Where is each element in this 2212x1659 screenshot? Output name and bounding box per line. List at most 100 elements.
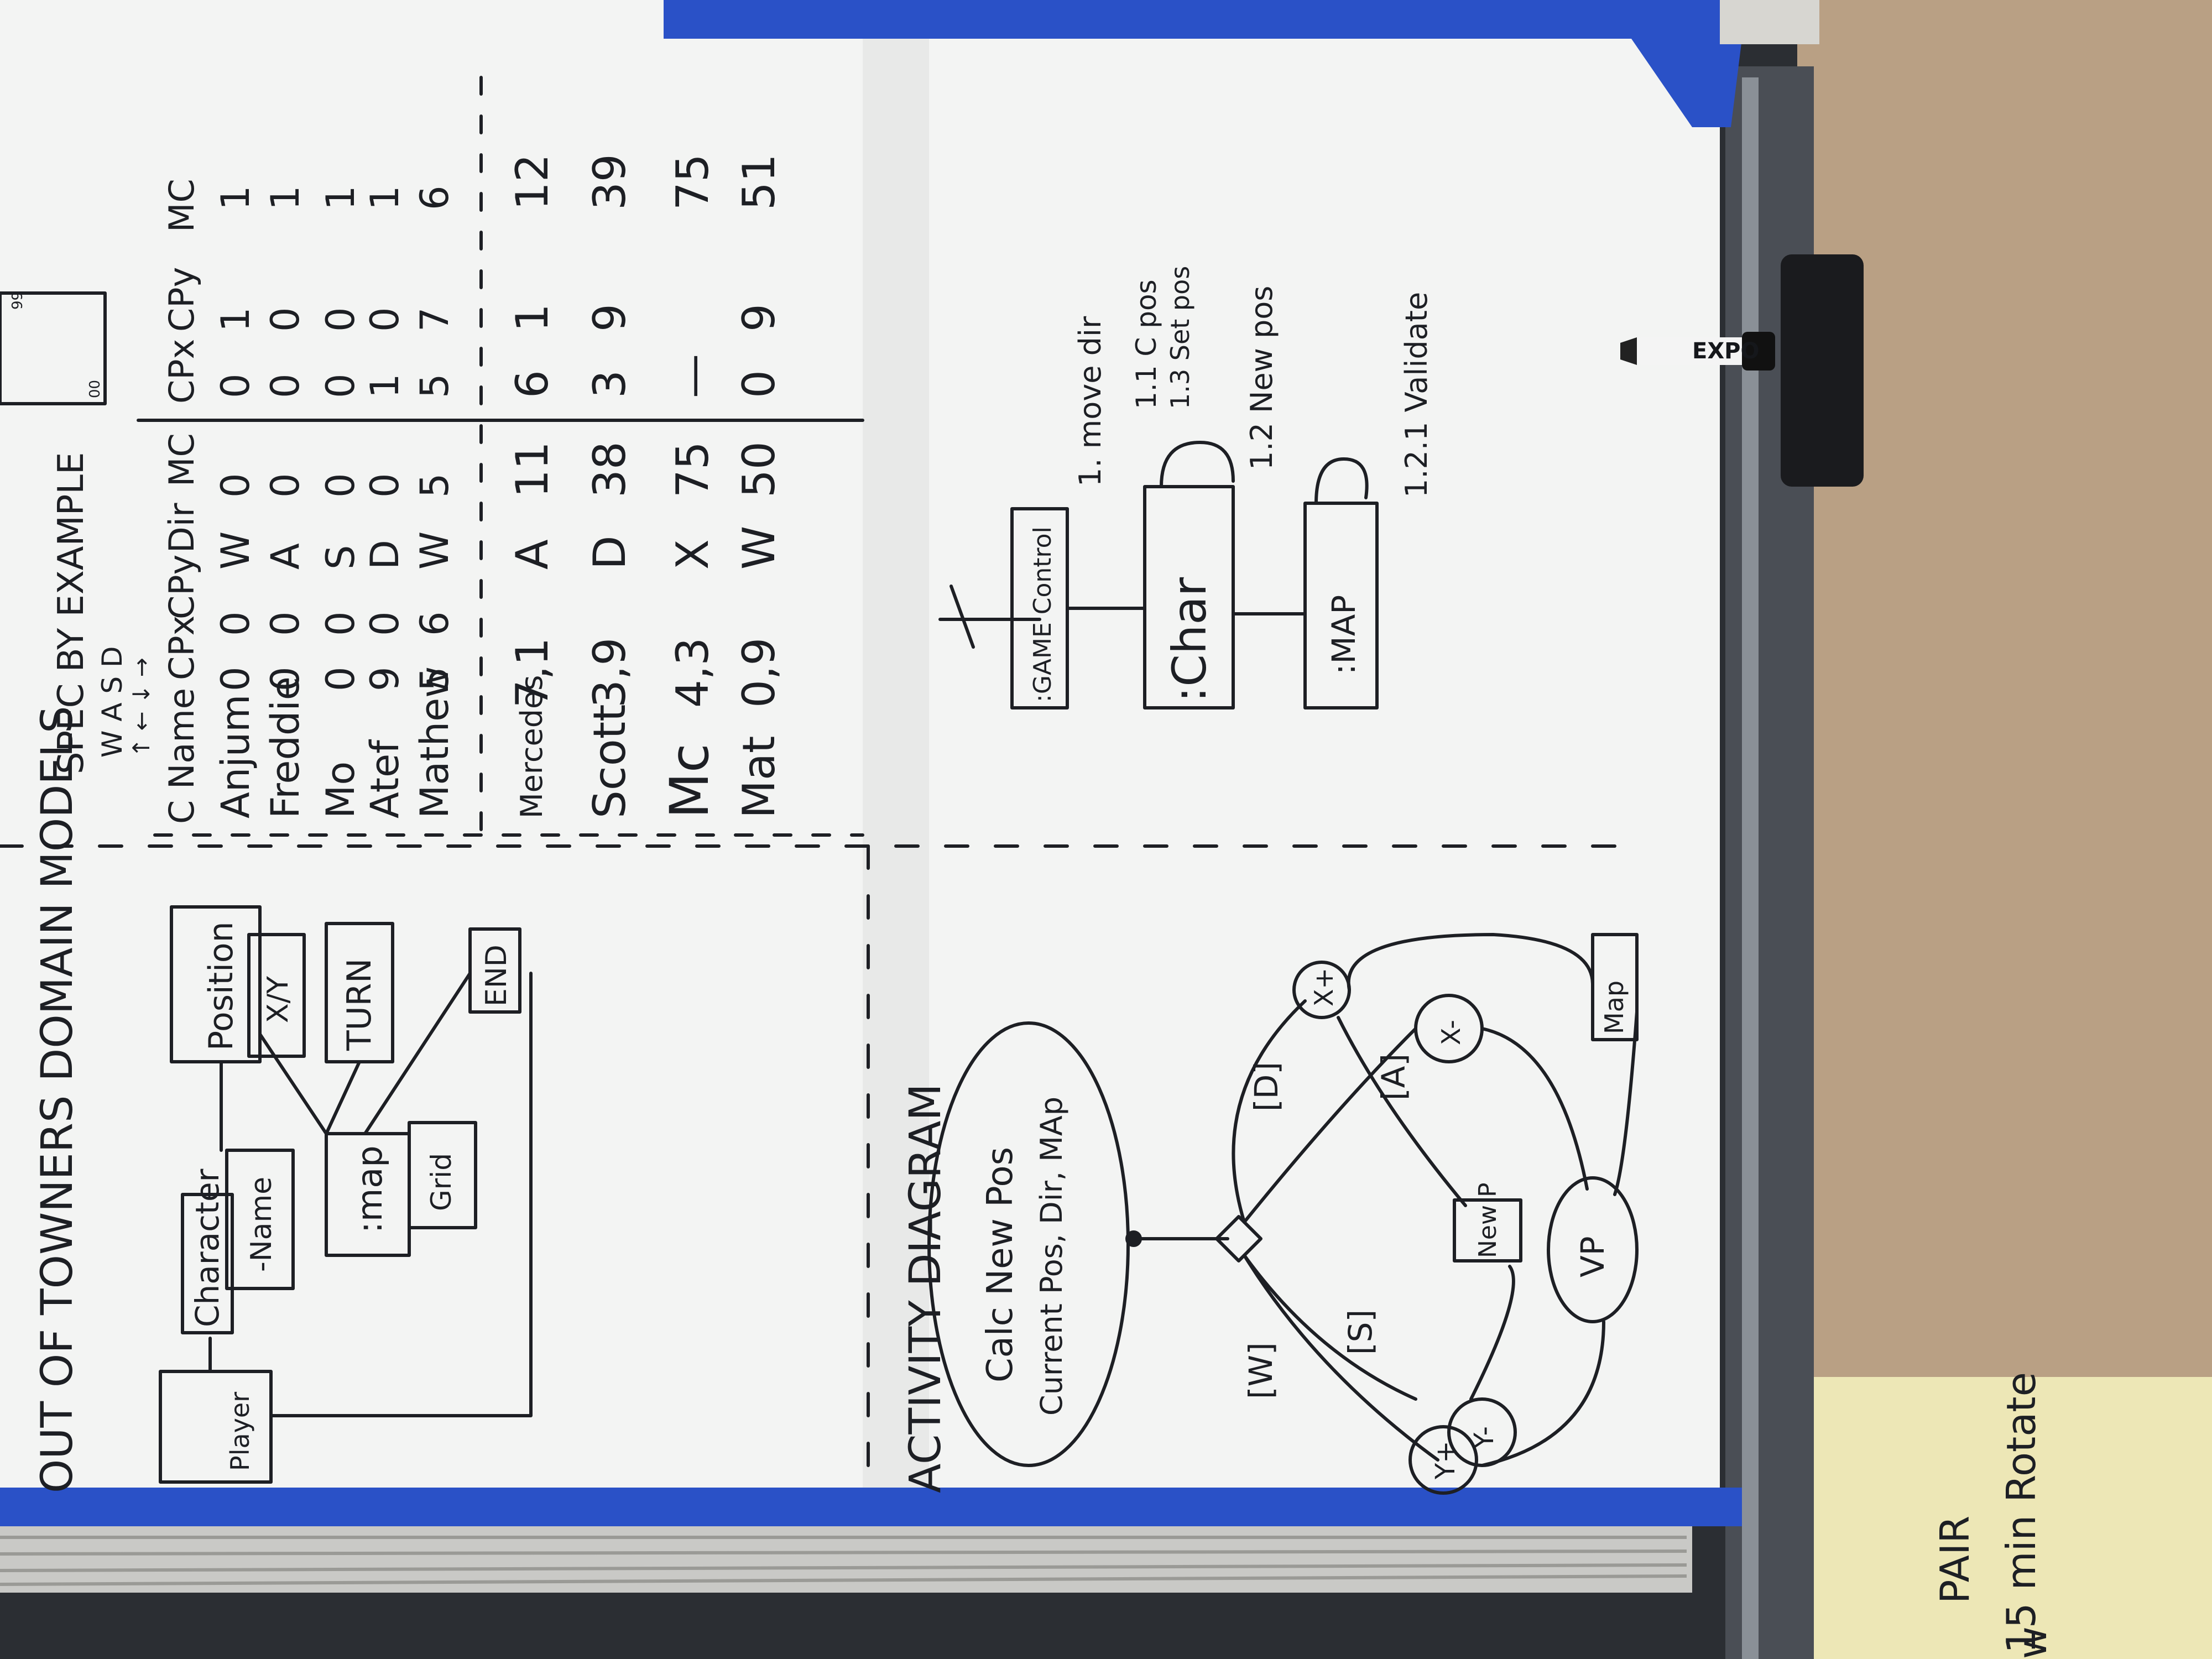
seq-step-1-3: 1.3 Set pos [1165, 266, 1195, 409]
svg-text:X: X [667, 539, 718, 570]
svg-text:CPy: CPy [161, 267, 202, 332]
table-row: Freddie 0 0 A 0 0 0 1 [263, 185, 308, 818]
svg-text:Atef: Atef [362, 739, 408, 818]
spec-rows-group1: Anjum 0 0 W 0 0 1 1 Freddie 0 0 A 0 0 0 … [213, 185, 457, 818]
svg-text:0: 0 [263, 611, 308, 636]
svg-text:0: 0 [213, 611, 258, 636]
svg-text:D: D [584, 535, 635, 570]
svg-text:9: 9 [584, 304, 635, 332]
svg-text:50: 50 [733, 441, 785, 498]
svg-text:Mathew: Mathew [412, 666, 457, 818]
blue-tape-top [664, 0, 1742, 39]
svg-text:0: 0 [318, 611, 363, 636]
svg-text:6: 6 [507, 370, 558, 398]
table-row: Atef 9 0 D 0 1 0 1 [362, 185, 408, 818]
sticky-note-edge: w [2009, 1626, 2056, 1659]
spec-keys: W A S D [96, 646, 128, 758]
svg-text:39: 39 [584, 154, 635, 210]
svg-text:Dir: Dir [161, 503, 202, 553]
svg-text:3,9: 3,9 [584, 638, 635, 708]
svg-text:1: 1 [362, 185, 408, 210]
blue-tape-top-right [1631, 39, 1742, 127]
svg-text:0: 0 [362, 611, 408, 636]
svg-text:12: 12 [507, 154, 558, 210]
spec-grid-corner-top: 99 [9, 291, 26, 310]
svg-text:1: 1 [318, 185, 363, 210]
spec-by-example: SPEC BY EXAMPLE W A S D ↑ ← ↓ → 99 00 C … [0, 76, 864, 837]
paper-stack-top [1720, 0, 1819, 44]
divider-lines [0, 844, 1633, 1495]
table-row: Mercedes 7,1 A 11 6 1 12 [507, 154, 558, 818]
svg-text:Mercedes: Mercedes [514, 675, 549, 818]
spec-headers: C Name CPx CPy Dir MC CPx CPy MC [161, 179, 202, 824]
window-frame-edge [1742, 77, 1759, 1659]
domain-map: :map [349, 1145, 390, 1233]
activity-node-yminus: Y- [1469, 1426, 1500, 1449]
svg-text:0: 0 [362, 307, 408, 332]
marker: EXPO [1620, 332, 1775, 371]
svg-text:0: 0 [318, 307, 363, 332]
svg-text:Freddie: Freddie [263, 676, 308, 818]
spec-grid-corner-bottom: 00 [87, 380, 103, 398]
svg-text:A: A [507, 539, 558, 570]
svg-text:5: 5 [412, 473, 457, 498]
table-row: Mat 0,9 W 50 0 9 51 [733, 154, 785, 818]
svg-text:0: 0 [213, 373, 258, 398]
svg-text:0: 0 [733, 370, 785, 398]
table-row: Mo 0 0 S 0 0 0 1 [318, 185, 363, 818]
spec-title: SPEC BY EXAMPLE [51, 452, 92, 775]
domain-position: Position [202, 921, 241, 1051]
spec-key-arrows: ↑ ← ↓ → [128, 658, 155, 758]
table-row: Mathew 5 6 W 5 5 7 6 [412, 185, 457, 818]
svg-text:Anjum: Anjum [213, 695, 258, 818]
marker-brand: EXPO [1692, 338, 1759, 364]
activity-header-line2: Current Pos, Dir, MAp [1034, 1097, 1069, 1416]
sticky-note-line1: PAIR [1932, 1516, 1978, 1604]
svg-text:0: 0 [263, 307, 308, 332]
svg-text:D: D [362, 540, 408, 570]
activity-label-w: [W] [1242, 1342, 1280, 1399]
seq-step-1-2: 1.2 New pos [1244, 286, 1279, 470]
svg-text:6: 6 [412, 611, 457, 636]
svg-text:Scott: Scott [584, 705, 635, 818]
svg-text:0: 0 [213, 473, 258, 498]
svg-text:6: 6 [412, 185, 457, 210]
svg-text:Mc: Mc [659, 743, 721, 818]
svg-text:75: 75 [667, 154, 718, 210]
svg-text:Mo: Mo [318, 761, 363, 818]
eraser [1781, 254, 1864, 487]
svg-text:0: 0 [263, 473, 308, 498]
domain-grid: Grid [425, 1153, 457, 1211]
svg-text:MC: MC [161, 179, 202, 232]
domain-player: Player [225, 1392, 255, 1471]
svg-text:A: A [263, 543, 308, 570]
svg-text:—: — [667, 354, 718, 398]
svg-text:0: 0 [318, 373, 363, 398]
activity-label-s: [S] [1342, 1310, 1379, 1355]
domain-model: OUT OF TOWNERS DOMAIN MODELS Player Char… [33, 706, 533, 1493]
svg-text:1: 1 [213, 185, 258, 210]
svg-text:0: 0 [318, 473, 363, 498]
svg-text:7,1: 7,1 [507, 638, 558, 708]
svg-text:75: 75 [667, 441, 718, 498]
sticky-note: PAIR 15 min Rotate w [1814, 1372, 2212, 1659]
domain-character: Character [189, 1168, 226, 1327]
seq-char: :Char [1162, 577, 1217, 702]
domain-end: END [480, 945, 513, 1006]
table-row: Scott 3,9 D 38 3 9 39 [584, 154, 635, 818]
svg-text:4,3: 4,3 [667, 638, 718, 708]
activity-title: ACTIVITY DIAGRAM [901, 1083, 951, 1493]
domain-name: -Name [245, 1177, 278, 1272]
svg-text:9: 9 [733, 304, 785, 332]
seq-map: :MAP [1325, 595, 1363, 675]
activity-node-map: Map [1599, 980, 1629, 1034]
svg-text:0: 0 [362, 473, 408, 498]
svg-text:CPy: CPy [161, 555, 202, 619]
svg-text:1: 1 [362, 373, 408, 398]
paper-stack-lines [0, 1536, 1687, 1586]
activity-node-yplus: Y+ [1430, 1441, 1461, 1480]
seq-step-1-2-1: 1.2.1 Validate [1399, 292, 1434, 498]
svg-text:1: 1 [507, 304, 558, 332]
svg-text:0: 0 [213, 666, 258, 691]
